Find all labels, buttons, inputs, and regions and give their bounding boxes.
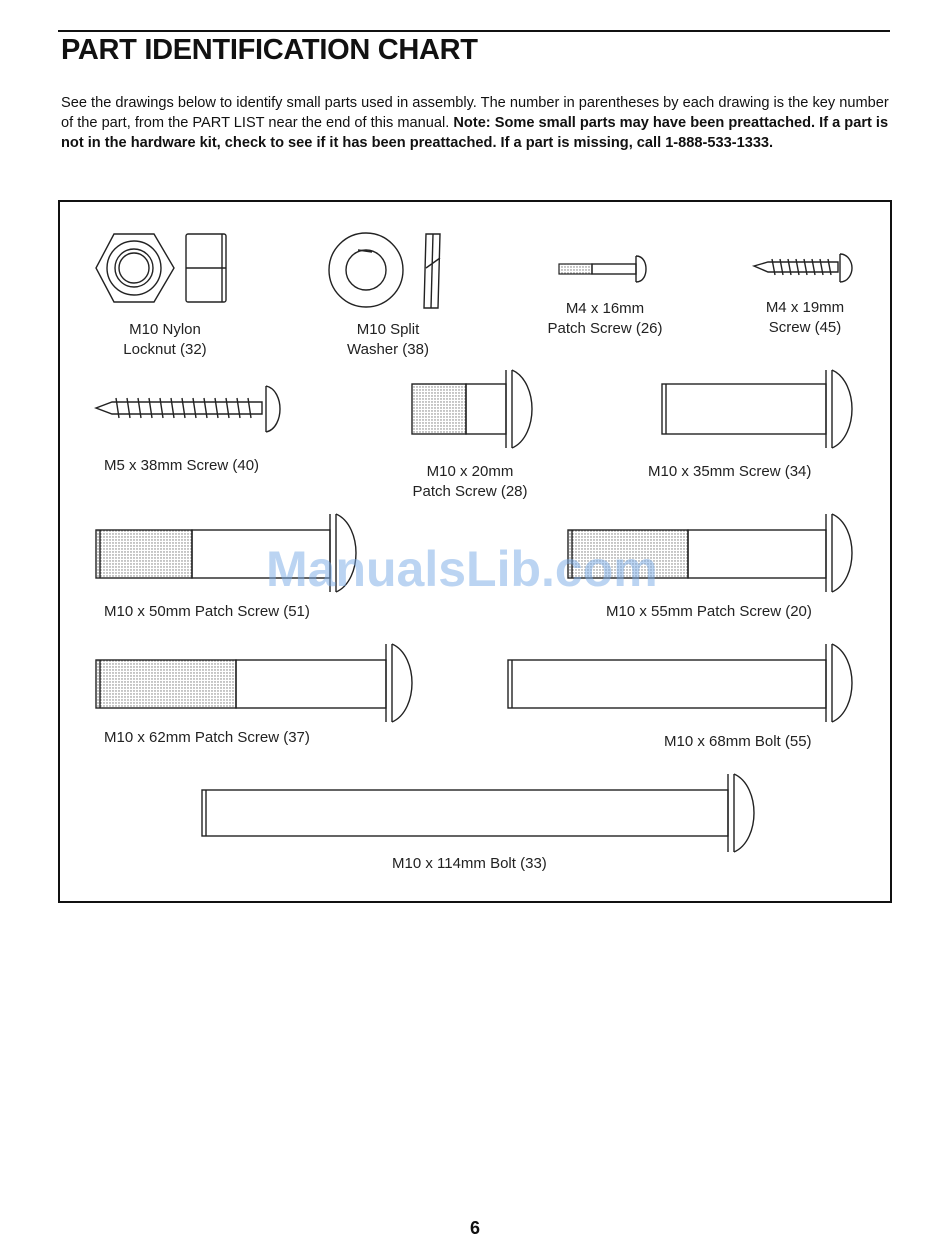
part-label: M10 x 20mm Patch Screw (28) [390, 462, 550, 502]
watermark: ManualsLib.com [266, 541, 658, 597]
part-label-line2: Screw (45) [768, 319, 842, 336]
part-m10-35mm-screw: M10 x 35mm Screw (34) [648, 368, 860, 480]
part-m10-114mm-bolt: M10 x 114mm Bolt (33) [200, 772, 770, 872]
m10-68mm-bolt-drawing [507, 643, 853, 723]
part-label: M10 x 55mm Patch Screw (20) [606, 602, 812, 622]
part-label: M10 x 62mm Patch Screw (37) [104, 728, 310, 748]
part-label-line1: M10 x 55mm Patch Screw (20) [606, 603, 812, 620]
part-label: M10 Split Washer (38) [323, 320, 453, 360]
top-rule [58, 30, 890, 32]
split-washer-drawing [328, 232, 441, 309]
part-label-line1: M10 x 35mm Screw (34) [648, 463, 812, 480]
part-label-line1: M10 x 20mm [426, 463, 514, 480]
part-label: M10 x 50mm Patch Screw (51) [104, 602, 310, 622]
part-m5-38mm-screw: M5 x 38mm Screw (40) [94, 384, 294, 474]
intro-text: See the drawings below to identify small… [61, 95, 889, 131]
part-label-line1: M10 x 114mm Bolt (33) [392, 855, 547, 872]
part-label: M5 x 38mm Screw (40) [104, 456, 259, 476]
m10-35mm-screw-drawing [661, 369, 853, 449]
part-label-line1: M10 Nylon [129, 321, 201, 338]
m10-62mm-screw-drawing [95, 643, 413, 723]
m5-38mm-screw-drawing [94, 385, 281, 433]
page-number: 6 [469, 1218, 480, 1238]
part-label: M4 x 19mm Screw (45) [730, 298, 880, 338]
m4-19mm-screw-drawing [751, 253, 853, 283]
part-label-line2: Washer (38) [347, 341, 429, 358]
locknut-drawing [95, 233, 227, 303]
part-label-line1: M4 x 19mm [765, 299, 845, 316]
m10-50mm-screw-drawing [95, 513, 357, 593]
part-m4-16mm-patch-screw: M4 x 16mm Patch Screw (26) [540, 254, 670, 337]
m10-20mm-screw-drawing [411, 369, 533, 449]
part-label: M10 x 68mm Bolt (55) [664, 732, 812, 752]
m10-55mm-screw-drawing [567, 513, 853, 593]
part-label-line1: M4 x 16mm [565, 300, 645, 317]
part-m10-20mm-patch-screw: M10 x 20mm Patch Screw (28) [410, 368, 550, 500]
m4-16mm-screw-drawing [558, 255, 647, 283]
part-split-washer: M10 Split Washer (38) [328, 228, 458, 358]
part-label-line1: M10 x 50mm Patch Screw (51) [104, 603, 310, 620]
part-label-line1: M10 x 68mm Bolt (55) [664, 733, 812, 750]
part-label: M10 Nylon Locknut (32) [90, 320, 240, 360]
part-label: M10 x 114mm Bolt (33) [392, 854, 547, 874]
part-label-line2: Patch Screw (28) [412, 483, 528, 500]
part-label-line2: Patch Screw (26) [547, 320, 663, 337]
page-title: PART IDENTIFICATION CHART [61, 34, 478, 66]
part-m10-55mm-patch-screw: M10 x 55mm Patch Screw (20) [566, 512, 866, 620]
part-m10-50mm-patch-screw: M10 x 50mm Patch Screw (51) [94, 512, 364, 620]
part-label-line2: Locknut (32) [123, 341, 207, 358]
part-chart-frame [58, 200, 892, 903]
part-label: M10 x 35mm Screw (34) [648, 462, 811, 482]
part-label-line1: M10 Split [356, 321, 420, 338]
part-label: M4 x 16mm Patch Screw (26) [530, 299, 680, 339]
part-m4-19mm-screw: M4 x 19mm Screw (45) [748, 253, 868, 336]
intro-note: Note: Some small parts may have been pre… [61, 115, 889, 151]
part-label-line1: M5 x 38mm Screw (40) [104, 457, 260, 474]
part-label-line1: M10 x 62mm Patch Screw (37) [104, 729, 310, 746]
m10-114mm-bolt-drawing [201, 773, 755, 853]
part-locknut: M10 Nylon Locknut (32) [94, 228, 244, 358]
part-m10-62mm-patch-screw: M10 x 62mm Patch Screw (37) [94, 642, 424, 746]
part-m10-68mm-bolt: M10 x 68mm Bolt (55) [506, 642, 866, 750]
intro-paragraph: See the drawings below to identify small… [61, 93, 893, 153]
